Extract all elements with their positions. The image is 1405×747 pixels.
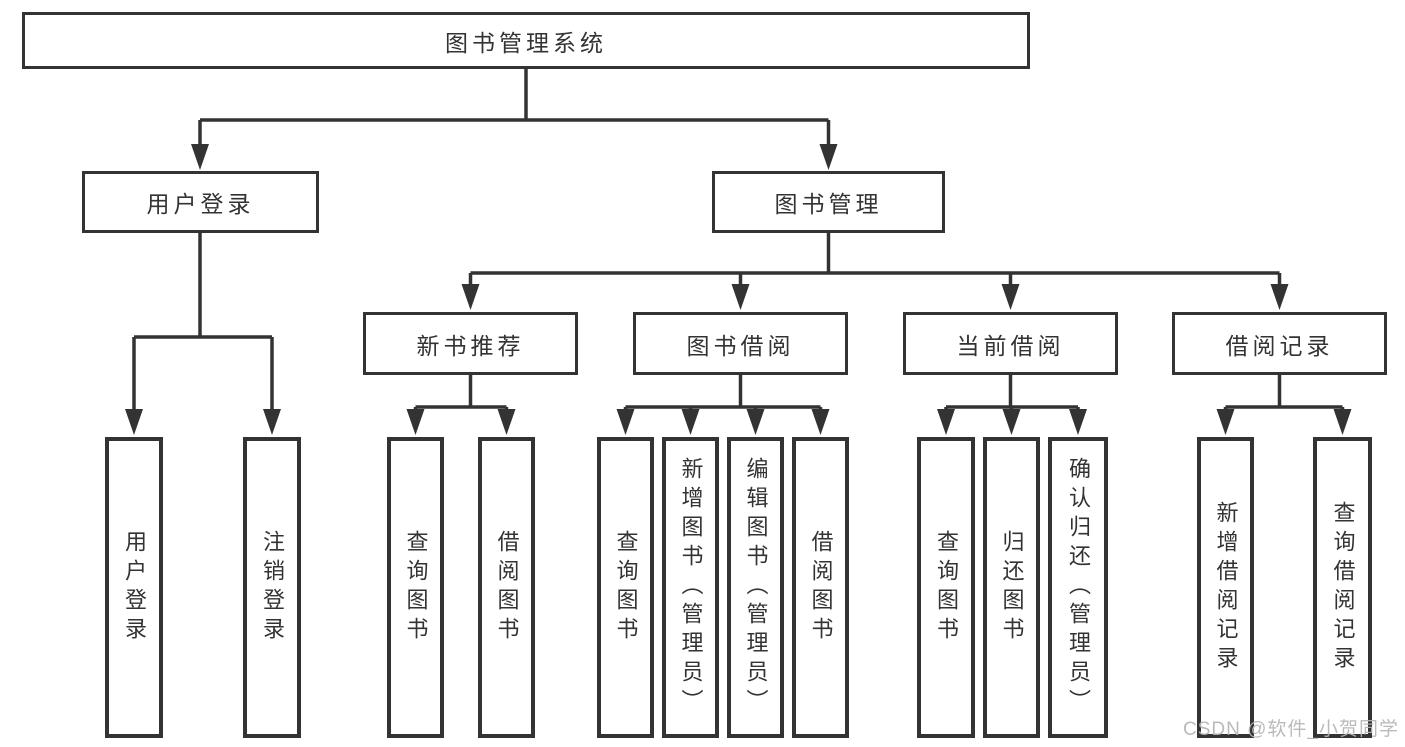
leaf-query-books-borrow: 查询图书 (597, 437, 654, 738)
leaf-borrow-books-recommend-label: 借阅图书 (494, 529, 520, 646)
node-borrow-records: 借阅记录 (1172, 312, 1387, 375)
leaf-borrow-books-recommend: 借阅图书 (478, 437, 535, 738)
node-book-borrowing: 图书借阅 (633, 312, 848, 375)
leaf-borrow-books-label: 借阅图书 (808, 529, 834, 646)
leaf-borrow-books: 借阅图书 (792, 437, 849, 738)
leaf-return-books: 归还图书 (983, 437, 1040, 738)
leaf-query-books-recommend: 查询图书 (387, 437, 444, 738)
leaf-add-borrow-record: 新增借阅记录 (1197, 437, 1254, 738)
leaf-logout-label: 注销登录 (260, 529, 285, 646)
leaf-query-books-recommend-label: 查询图书 (403, 529, 429, 646)
leaf-edit-books-admin-label: 编辑图书（管理员） (743, 457, 769, 718)
node-user-login: 用户登录 (82, 171, 319, 233)
leaf-add-books-admin-label: 新增图书（管理员） (678, 457, 704, 718)
leaf-query-books-borrow-label: 查询图书 (613, 529, 639, 646)
leaf-confirm-return-admin: 确认归还（管理员） (1048, 437, 1108, 738)
leaf-add-books-admin: 新增图书（管理员） (662, 437, 719, 738)
leaf-query-books-current: 查询图书 (917, 437, 975, 738)
leaf-query-books-current-label: 查询图书 (934, 529, 959, 646)
node-library-management-system: 图书管理系统 (22, 12, 1030, 69)
leaf-query-borrow-record-label: 查询借阅记录 (1330, 500, 1356, 675)
leaf-add-borrow-record-label: 新增借阅记录 (1213, 500, 1239, 675)
leaf-confirm-return-admin-label: 确认归还（管理员） (1066, 457, 1091, 718)
csdn-watermark: CSDN @软件_小贺同学 (1183, 719, 1399, 740)
leaf-user-login-label: 用户登录 (122, 529, 147, 646)
node-book-management: 图书管理 (712, 171, 945, 233)
node-current-borrowing: 当前借阅 (903, 312, 1118, 375)
leaf-logout: 注销登录 (243, 437, 301, 738)
leaf-user-login: 用户登录 (105, 437, 163, 738)
leaf-edit-books-admin: 编辑图书（管理员） (727, 437, 784, 738)
leaf-return-books-label: 归还图书 (999, 529, 1025, 646)
node-new-book-recommend: 新书推荐 (363, 312, 578, 375)
leaf-query-borrow-record: 查询借阅记录 (1313, 437, 1372, 738)
